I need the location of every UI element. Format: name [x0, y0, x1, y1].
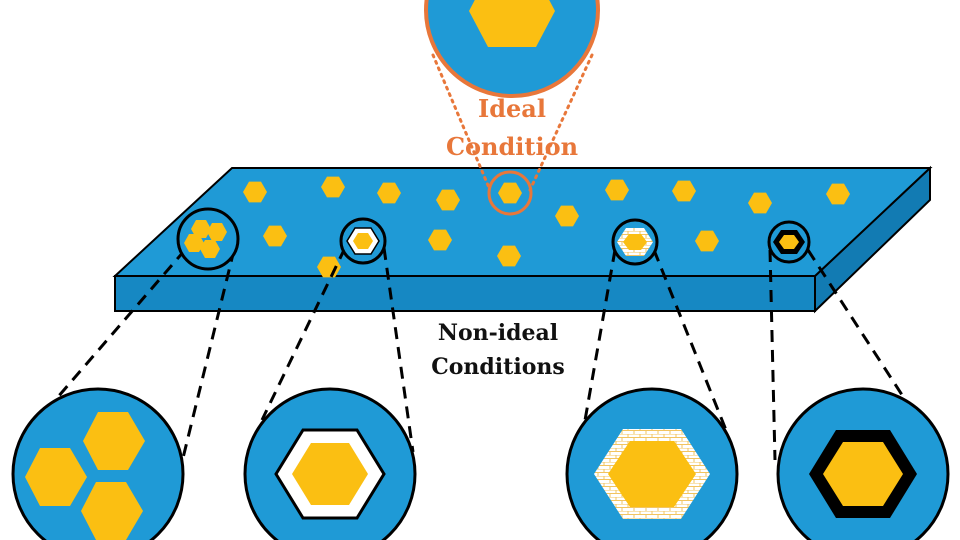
embedded-particle: [605, 179, 629, 201]
leader-void-right: [382, 247, 415, 453]
zoom-void-gap: [243, 387, 417, 540]
ideal-label-line2: Condition: [446, 132, 578, 161]
dense-mini-core: [779, 235, 799, 249]
nonideal-label-line1: Non-ideal: [438, 320, 558, 346]
leader-porous-right: [652, 249, 728, 431]
nonideal-label-line2: Conditions: [431, 354, 565, 380]
zoom-aggregated: [11, 387, 185, 540]
embedded-particle: [428, 229, 452, 251]
embedded-particle: [826, 183, 850, 205]
leader-aggregated-left: [36, 249, 187, 421]
embedded-particle: [672, 180, 696, 202]
ideal-particle: [469, 0, 555, 47]
aggregated-particle-3: [81, 482, 143, 540]
embedded-particle: [321, 176, 345, 198]
embedded-particle: [263, 225, 287, 247]
slab-top-face: [112, 167, 933, 277]
embedded-particle: [436, 189, 460, 211]
matrix-slab: [112, 165, 933, 314]
agg-mini-2: [207, 223, 227, 241]
zoom-porous-shell: [565, 387, 739, 540]
agg-mini-1: [191, 220, 211, 238]
ideal-callout: Ideal Condition: [424, 0, 600, 216]
aggregated-particle-1: [83, 412, 145, 470]
ideal-label-line1: Ideal: [478, 94, 546, 123]
source-rings: [176, 207, 811, 271]
embedded-particle: [243, 181, 267, 203]
porous-core: [608, 441, 696, 507]
agg-mini-4: [200, 240, 220, 258]
embedded-particles: [243, 176, 850, 278]
embedded-particle: [748, 192, 772, 214]
embedded-particle: [317, 256, 341, 278]
embedded-particle: [555, 205, 579, 227]
porous-mini-core: [623, 234, 647, 250]
nonideal-label: Non-ideal Conditions: [431, 320, 565, 380]
leader-void-left: [260, 247, 347, 421]
leader-dense-right: [806, 249, 919, 419]
embedded-particle: [497, 245, 521, 267]
ideal-source-particle: [498, 182, 522, 204]
zoom-dense-shell: [776, 387, 950, 540]
agg-mini-3: [184, 234, 204, 252]
leader-aggregated-right: [181, 249, 236, 459]
ideal-source-ring: [487, 170, 533, 216]
slab-front-face: [114, 275, 816, 312]
ideal-zoom-circle: [424, 0, 600, 98]
ideal-leader-left: [431, 53, 492, 192]
dense-core: [823, 442, 903, 506]
aggregated-particle-2: [25, 448, 87, 506]
nonideal-leaders: [36, 247, 919, 461]
embedded-particle: [377, 182, 401, 204]
leader-dense-left: [768, 249, 777, 461]
aggregated-source-ring: [176, 207, 240, 271]
void-core: [292, 443, 368, 505]
leader-porous-left: [576, 249, 617, 461]
embedded-particle: [695, 230, 719, 252]
void-mini-core: [353, 233, 373, 249]
